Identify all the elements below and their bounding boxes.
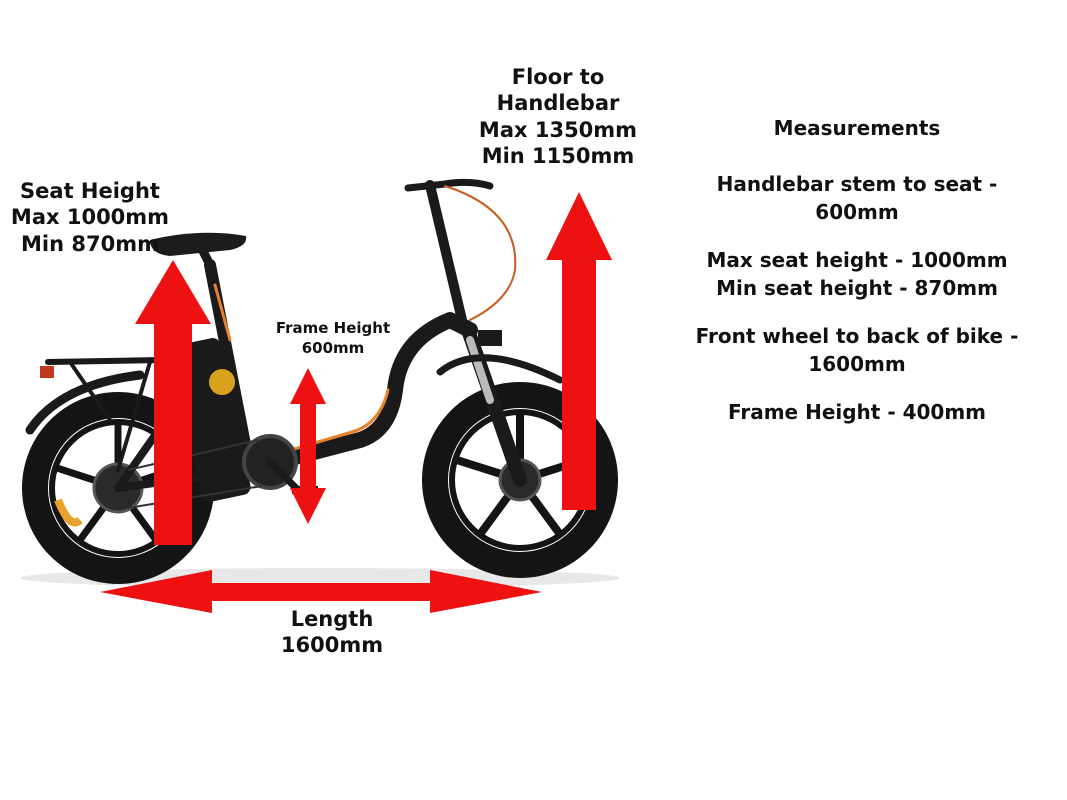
frame-height-label-line: Frame Height: [275, 319, 391, 337]
floor-to-handlebar-min: Min 1150mm: [481, 143, 635, 168]
measurement-item: Max seat height - 1000mm Min seat height…: [662, 246, 1052, 302]
measurement-item: Handlebar stem to seat - 600mm: [662, 170, 1052, 226]
floor-to-handlebar-line-1: Floor to: [511, 65, 605, 89]
length-label-line: Length: [290, 607, 374, 631]
measurements-title: Measurements: [773, 116, 941, 140]
measurement-line: Front wheel to back of bike -: [695, 324, 1019, 348]
measurement-line: Max seat height - 1000mm: [706, 248, 1008, 272]
rear-rack: [25, 357, 163, 472]
floor-to-handlebar-max: Max 1350mm: [478, 117, 638, 142]
floor-to-handlebar-label: Floor to Handlebar Max 1350mm Min 1150mm: [468, 64, 648, 169]
arrow-length: [100, 570, 542, 613]
frame-height-value: 600mm: [301, 339, 365, 358]
seat-height-min: Min 870mm: [21, 231, 159, 256]
floor-to-handlebar-line-2: Handlebar: [496, 91, 620, 116]
arrow-seat-height: [135, 260, 211, 545]
measurements-panel: Measurements Handlebar stem to seat - 60…: [662, 114, 1052, 446]
seat-height-label: Seat Height Max 1000mm Min 870mm: [0, 178, 180, 257]
measurement-line: Handlebar stem to seat -: [716, 172, 998, 196]
seat-height-max: Max 1000mm: [10, 205, 170, 230]
seat-height-label-line: Seat Height: [20, 179, 160, 203]
measurement-line: Frame Height - 400mm: [727, 400, 987, 424]
length-value: 1600mm: [280, 633, 384, 658]
measurement-line: 600mm: [815, 200, 899, 224]
length-label: Length 1600mm: [262, 606, 402, 659]
frame-height-label: Frame Height 600mm: [268, 318, 398, 359]
measurement-line: 1600mm: [808, 352, 906, 376]
saddle: [150, 232, 247, 270]
measurement-item: Frame Height - 400mm: [662, 398, 1052, 426]
arrow-frame-height: [290, 368, 326, 524]
measurement-item: Front wheel to back of bike - 1600mm: [662, 322, 1052, 378]
front-fork-handlebar: [404, 178, 564, 487]
arrow-floor-to-handlebar: [546, 192, 612, 510]
measurement-line: Min seat height - 870mm: [716, 276, 998, 300]
